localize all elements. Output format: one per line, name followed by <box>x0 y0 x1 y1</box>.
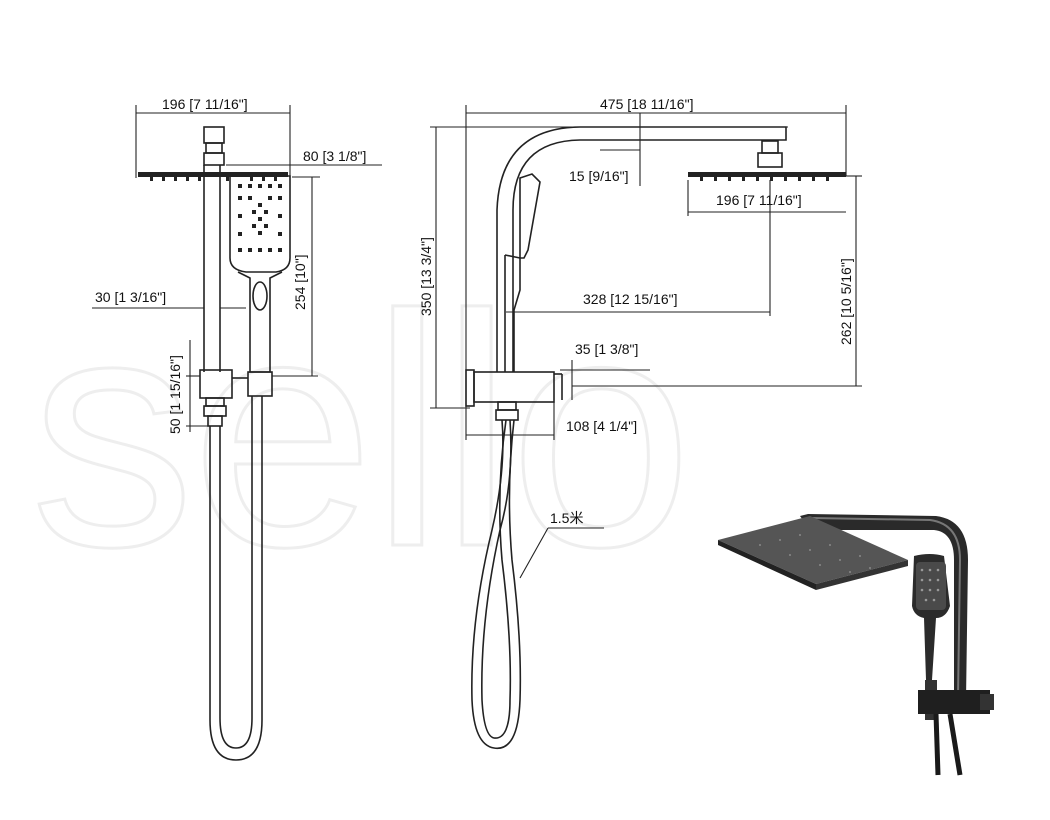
dim-arm-offset: 30 [1 3/16"] <box>95 289 166 305</box>
product-photo-icon <box>718 514 994 776</box>
watermark-text: sello <box>30 246 689 615</box>
side-view: 475 [18 11/16"] 15 [9/16"] 196 [7 11/16"… <box>418 96 862 749</box>
dim-handset-width: 80 [3 1/8"] <box>303 148 366 164</box>
hose-icon <box>209 396 263 761</box>
front-view: 196 [7 11/16"] 80 [3 1/8"] <box>92 96 382 761</box>
shower-head-icon <box>138 126 288 181</box>
dim-overall-width: 475 [18 11/16"] <box>600 96 693 112</box>
dim-head-reach: 328 [12 15/16"] <box>583 291 678 307</box>
dim-head-width-side: 196 [7 11/16"] <box>716 192 802 208</box>
hose-icon <box>471 419 522 749</box>
dim-bracket-depth: 35 [1 3/8"] <box>575 341 638 357</box>
dim-head-width: 196 [7 11/16"] <box>162 96 248 112</box>
dim-bracket-width: 108 [4 1/4"] <box>566 418 637 434</box>
dim-bracket-height: 50 [1 15/16"] <box>167 355 183 434</box>
dim-head-height: 262 [10 5/16"] <box>838 258 854 345</box>
dim-overall-height: 350 [13 3/4"] <box>418 237 434 316</box>
dim-arm-drop: 15 [9/16"] <box>569 168 628 184</box>
dim-hose-length: 1.5米 <box>550 510 583 526</box>
dim-handset-length: 254 [10"] <box>292 254 308 310</box>
handset-icon <box>229 175 291 373</box>
